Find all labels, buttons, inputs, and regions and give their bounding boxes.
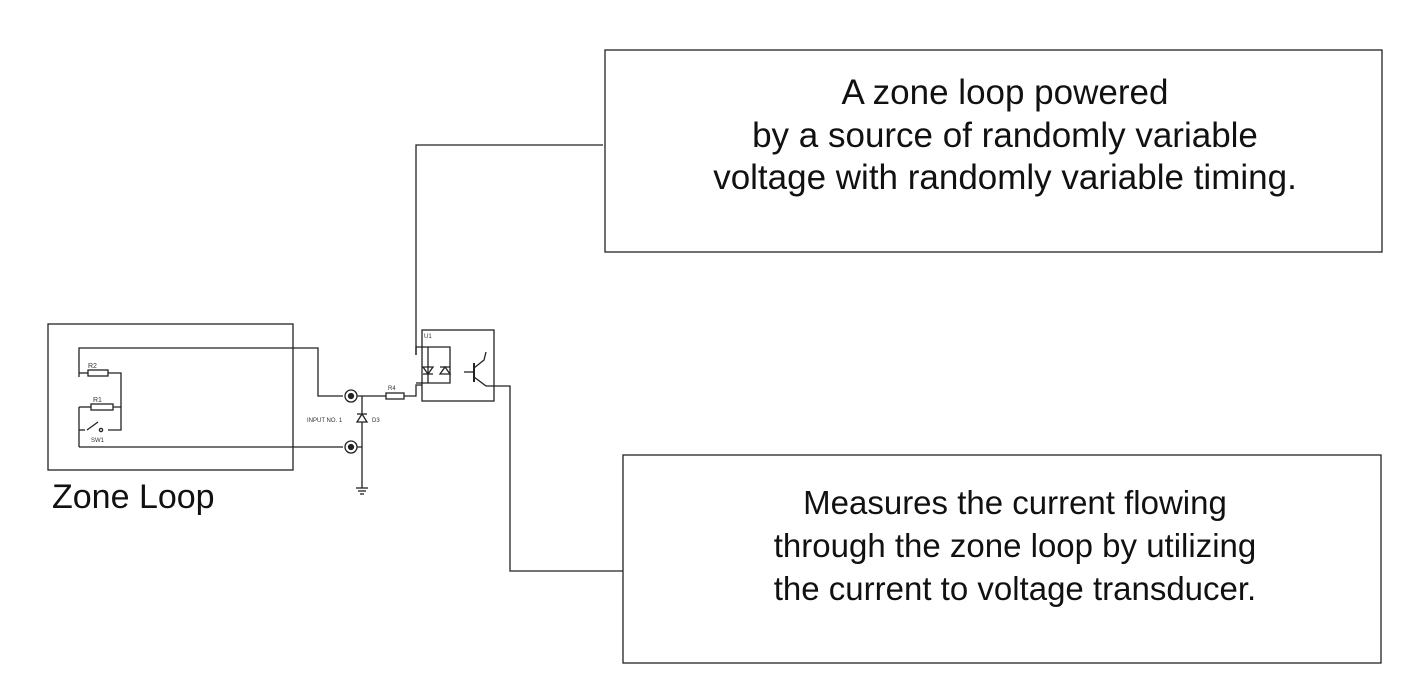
optocoupler-u1 (421, 329, 495, 402)
top-note-box (604, 49, 1383, 253)
label-r1: R1 (93, 397, 102, 404)
label-r2: R2 (88, 363, 97, 370)
top-note-line: by a source of randomly variable (752, 115, 1258, 155)
zone-loop-box (47, 323, 294, 471)
switch-sw1 (86, 421, 99, 431)
wire-top (78, 347, 343, 397)
bottom-note-line: Measures the current flowing (803, 484, 1227, 521)
wire-to-bottom-note (494, 385, 623, 572)
wire-to-top-note (415, 144, 603, 355)
bottom-note-box (622, 454, 1382, 664)
bottom-note-text: Measures the current flowing through the… (625, 482, 1405, 611)
label-input: INPUT NO. 1 (307, 418, 343, 424)
label-d3: D3 (372, 418, 380, 424)
label-switch: SW1 (91, 438, 105, 444)
bottom-note-line: the current to voltage transducer. (773, 569, 1257, 607)
top-note-line: voltage with randomly variable timing. (713, 158, 1297, 198)
label-r4: R4 (388, 386, 396, 392)
resistor-r2 (87, 369, 109, 377)
bottom-note-line: through the zone loop by utilizing (773, 526, 1257, 564)
zone-loop-label: Zone Loop (52, 478, 215, 516)
top-note-line: A zone loop powered (841, 73, 1169, 112)
diode-d3 (355, 412, 369, 423)
resistor-r4 (385, 392, 405, 400)
top-note-text: A zone loop powered by a source of rando… (605, 72, 1405, 200)
label-u1: U1 (424, 334, 432, 340)
resistor-r1 (90, 403, 114, 411)
